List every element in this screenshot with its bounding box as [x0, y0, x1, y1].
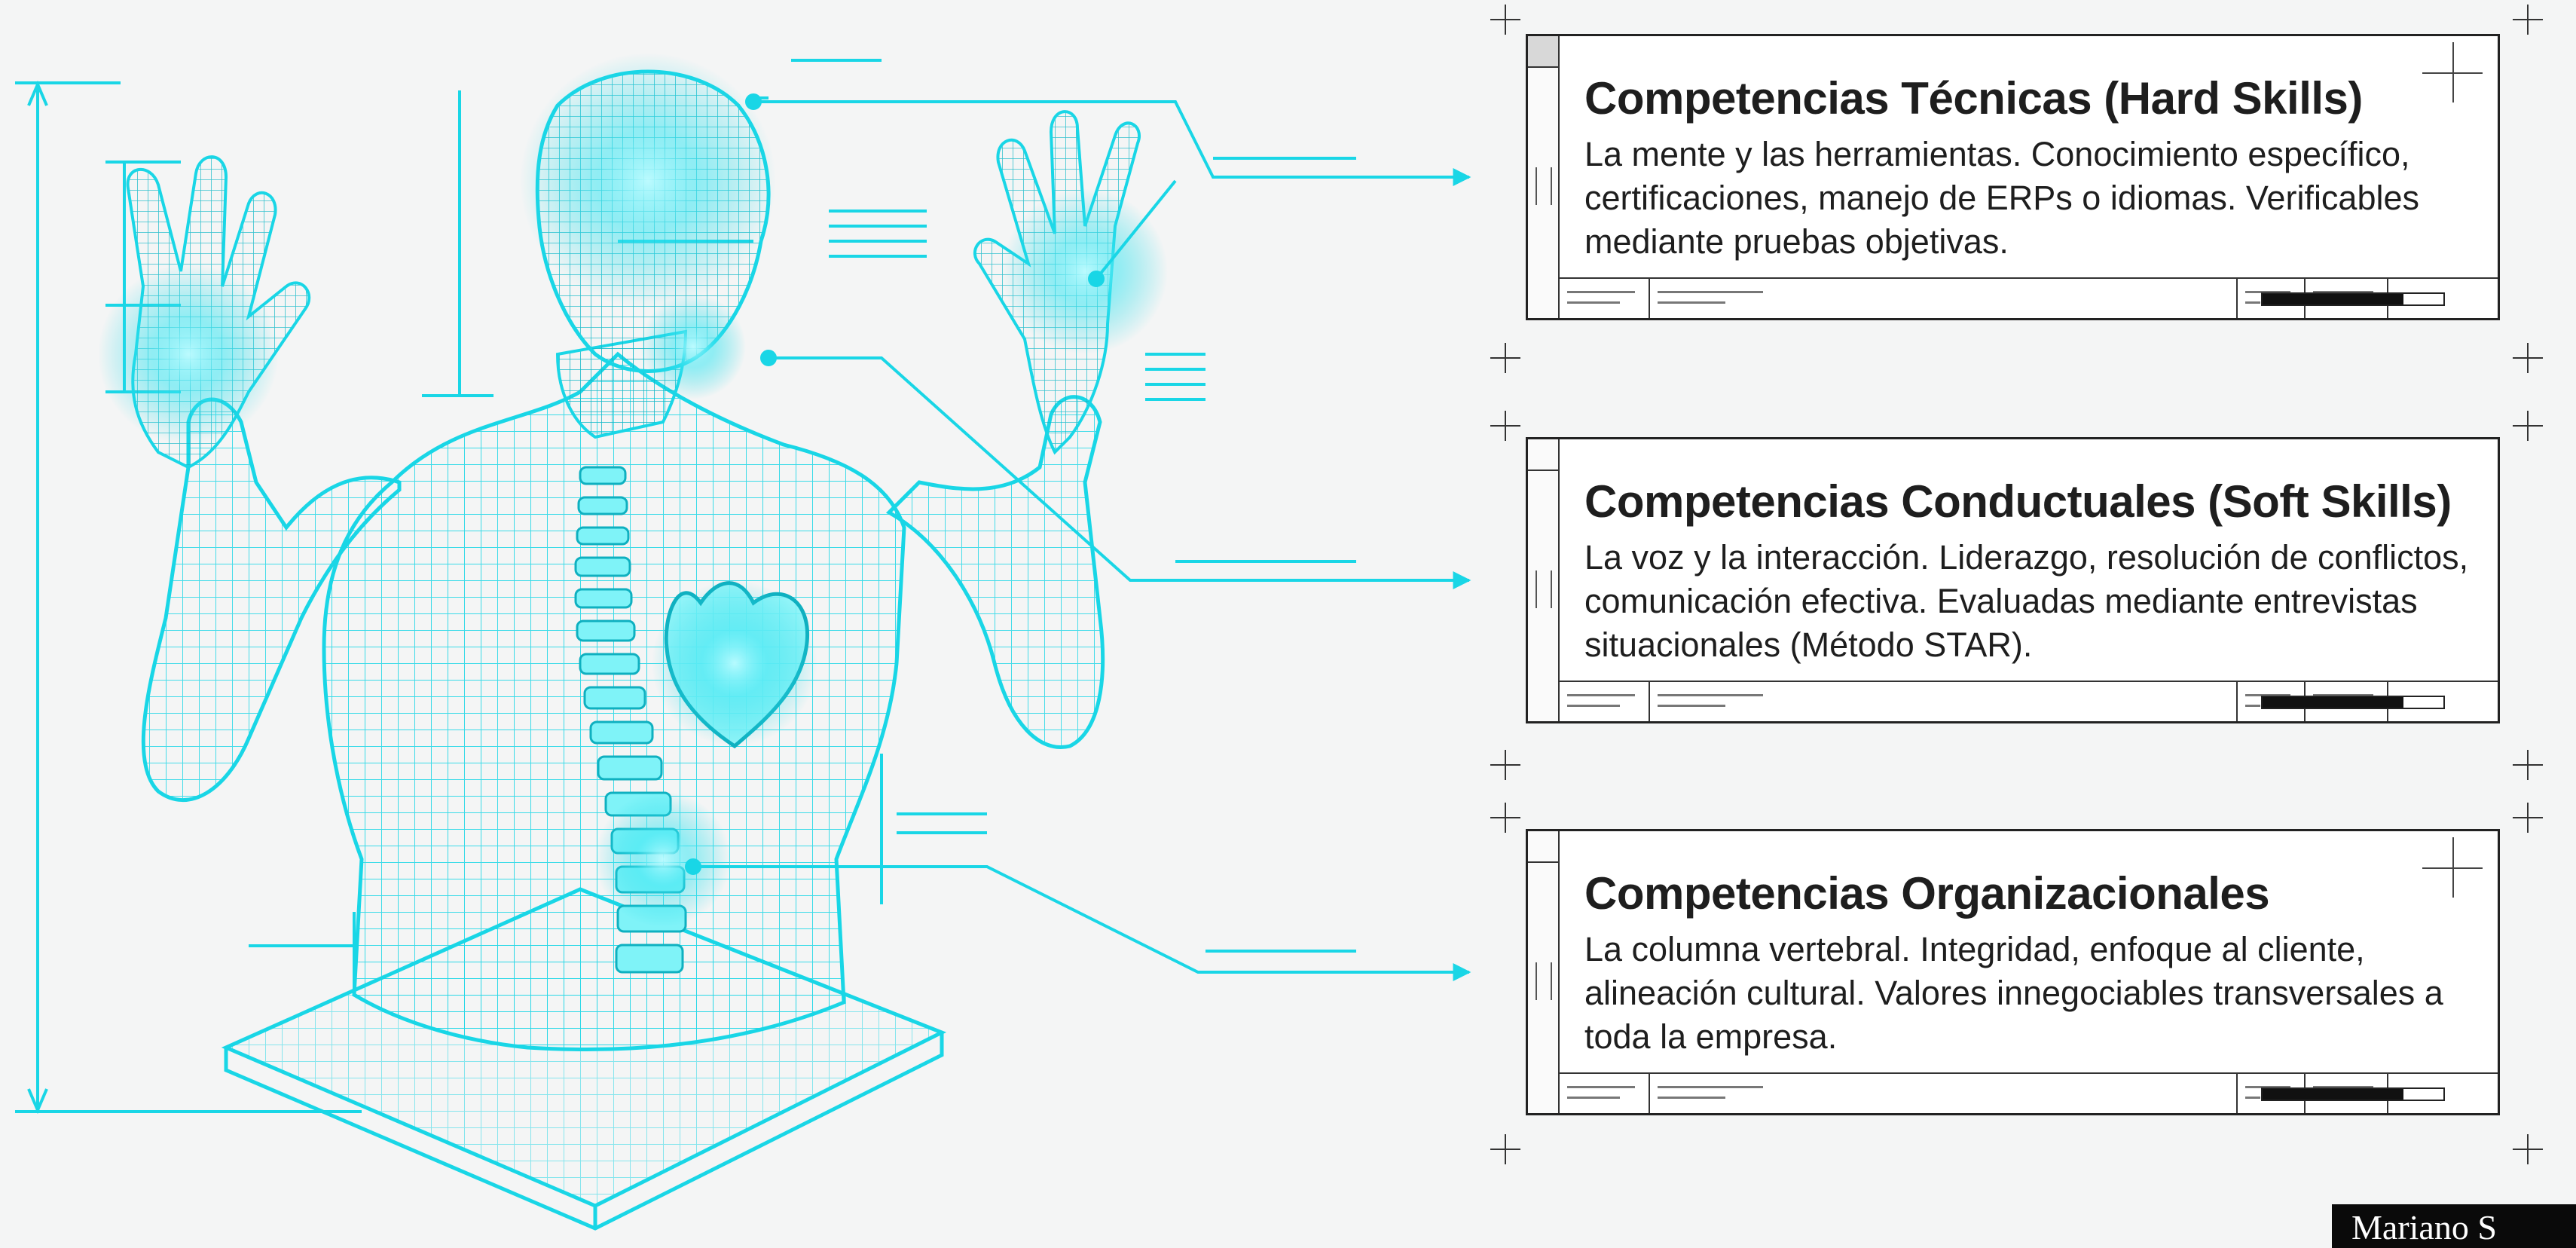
corner-crosshair [1490, 5, 1520, 35]
author-signature: Mariano S [2332, 1204, 2576, 1248]
corner-crosshair [1490, 411, 1520, 441]
corner-crosshair [1490, 1134, 1520, 1164]
wireframe-figure [15, 53, 1471, 1231]
corner-crosshair [2513, 5, 2543, 35]
card-title: Competencias Organizacionales [1584, 868, 2270, 919]
card-rail [1528, 831, 1560, 1113]
card-footer-strip [1558, 1072, 2498, 1113]
card-footer-strip [1558, 681, 2498, 721]
corner-crosshair [2513, 1134, 2543, 1164]
corner-crosshair [1490, 343, 1520, 373]
corner-crosshair [2513, 750, 2543, 780]
progress-bar [2261, 1087, 2445, 1101]
corner-crosshair [1490, 750, 1520, 780]
card-rail [1528, 439, 1560, 721]
glow-points [98, 53, 1168, 927]
corner-crosshair [1490, 803, 1520, 833]
corner-crosshair [2513, 411, 2543, 441]
card-rail [1528, 36, 1560, 318]
progress-bar [2261, 292, 2445, 306]
callout-connectors [249, 59, 1471, 995]
corner-crosshair [2513, 343, 2543, 373]
card-footer-strip [1558, 277, 2498, 318]
card-hard-skills: Competencias Técnicas (Hard Skills) La m… [1526, 34, 2500, 320]
progress-bar [2261, 696, 2445, 709]
card-title: Competencias Técnicas (Hard Skills) [1584, 73, 2363, 124]
card-organizational: Competencias Organizacionales La columna… [1526, 829, 2500, 1115]
card-body: La columna vertebral. Integridad, enfoqu… [1584, 930, 2443, 1056]
corner-crosshair [2513, 803, 2543, 833]
card-body: La voz y la interacción. Liderazgo, reso… [1584, 538, 2469, 664]
card-soft-skills: Competencias Conductuales (Soft Skills) … [1526, 437, 2500, 723]
registration-mark [2422, 42, 2483, 102]
registration-mark [2422, 837, 2483, 898]
card-body: La mente y las herramientas. Conocimient… [1584, 135, 2420, 261]
card-title: Competencias Conductuales (Soft Skills) [1584, 476, 2452, 527]
